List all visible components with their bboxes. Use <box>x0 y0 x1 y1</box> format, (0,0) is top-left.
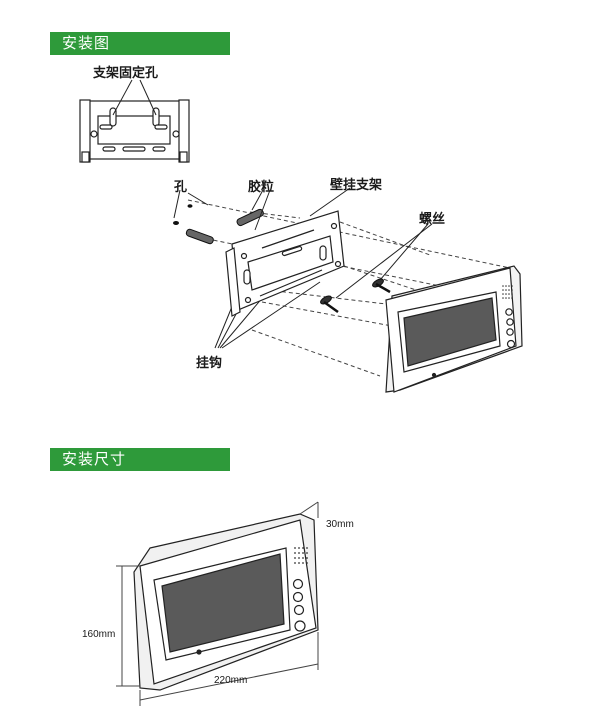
dimension-height: 160mm <box>82 629 116 640</box>
screws <box>320 278 391 314</box>
bracket-hole-leader-lines <box>112 79 157 116</box>
section-heading-installation-size: 安装尺寸 <box>50 448 230 471</box>
dimension-depth: 30mm <box>326 519 354 530</box>
dimension-width: 220mm <box>214 675 248 686</box>
monitor-size-view <box>133 513 319 691</box>
label-bracket-fixing-hole: 支架固定孔 <box>93 66 159 81</box>
monitor-speaker-grille <box>502 285 513 299</box>
monitor-perspective <box>385 265 523 393</box>
label-rubber-plug: 胶粒 <box>248 180 275 195</box>
wall-holes <box>173 204 193 225</box>
label-screw: 螺丝 <box>419 212 446 227</box>
section-heading-installation-diagram: 安装图 <box>50 32 230 55</box>
label-wall-bracket: 壁挂支架 <box>330 178 383 193</box>
wall-bracket <box>225 210 345 317</box>
label-hole: 孔 <box>174 180 188 195</box>
label-hook: 挂钩 <box>196 356 223 371</box>
dimension-lines <box>116 501 319 706</box>
rubber-plugs <box>185 208 264 245</box>
monitor-size-speaker-grille <box>294 547 308 564</box>
bracket-front-view <box>79 99 190 163</box>
